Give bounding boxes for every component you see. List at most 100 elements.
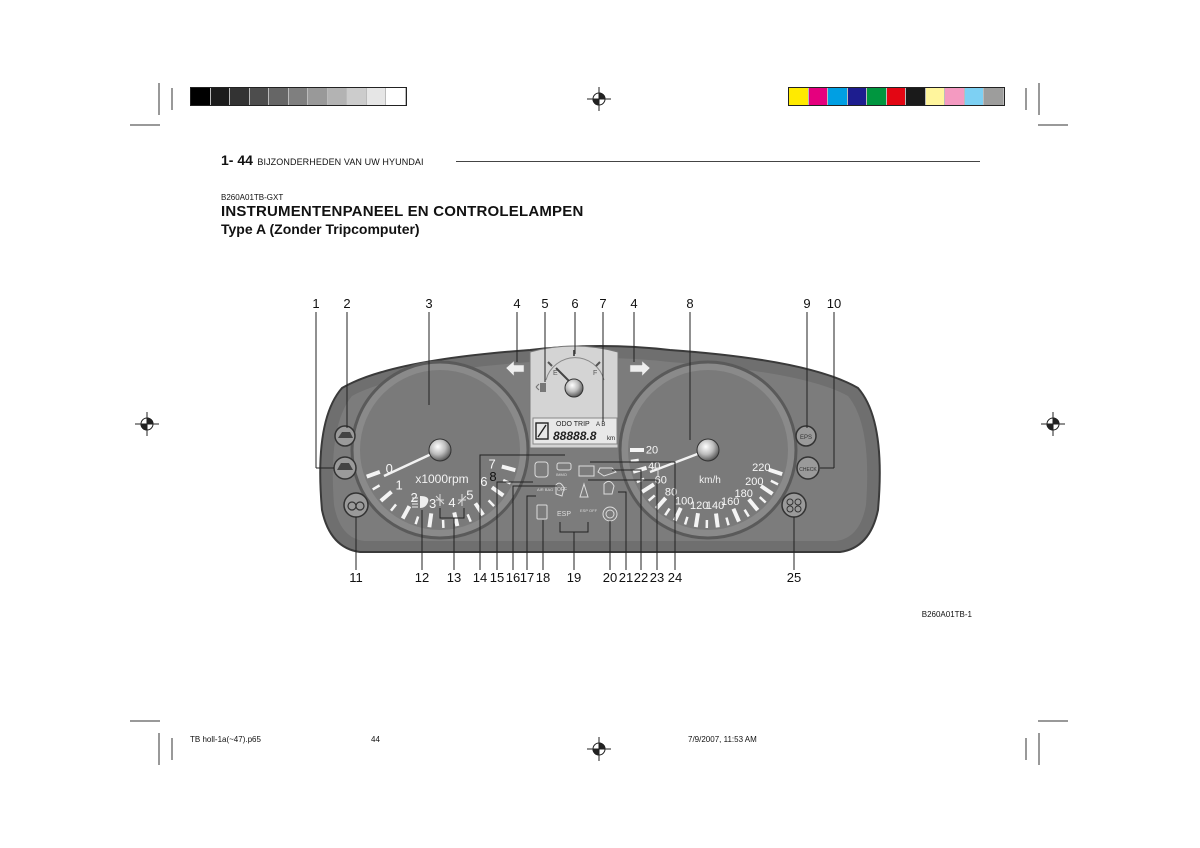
parking-brake-car-icon (338, 432, 353, 438)
page-number: 1- 44 (221, 152, 253, 168)
callout-number: 22 (634, 570, 648, 585)
color-swatch (886, 88, 906, 105)
tachometer-scale-label: 5 (466, 487, 473, 502)
speedometer-tick (693, 512, 700, 528)
tachometer-scale-label: 4 (448, 495, 455, 510)
callout-number: 6 (571, 296, 578, 311)
lcd-unit: km (607, 436, 615, 442)
tachometer-tick (427, 513, 434, 528)
fuel-gauge: E F (545, 350, 605, 398)
center-panel: E F ODO TRIP A B 88888.8 km (529, 345, 619, 449)
tachometer-tick (414, 516, 420, 525)
tachometer-ticks (366, 464, 516, 528)
odometer-lcd: ODO TRIP A B 88888.8 km (532, 417, 618, 445)
registration-target-left (135, 412, 159, 436)
callout-number: 21 (619, 570, 633, 585)
grayscale-swatch (191, 88, 211, 105)
tachometer-scale-label: 2 (411, 490, 418, 505)
seatbelt-lamp-icon (579, 482, 589, 498)
footer-page: 44 (371, 735, 380, 744)
lcd-mode: ODO TRIP (556, 421, 590, 428)
speedometer-tick (630, 458, 639, 463)
speedometer-tick (759, 484, 774, 496)
color-calibration-bar (788, 87, 1005, 106)
grayscale-swatch (269, 88, 289, 105)
section-title: BIJZONDERHEDEN VAN UW HYUNDAI (257, 157, 424, 167)
tachometer-tick (501, 464, 516, 473)
airbag-lamp-icon (555, 482, 565, 497)
speedometer-tick (747, 498, 760, 512)
turn-signal-right-icon (629, 360, 651, 377)
fuel-pump-icon (535, 383, 546, 392)
callout-number: 23 (650, 570, 664, 585)
speedometer-tick (647, 494, 656, 502)
key-lamp-icon (556, 462, 572, 471)
tachometer-scale-label: 0 (386, 461, 393, 476)
color-swatch (945, 88, 965, 105)
speedometer-scale-label: 200 (745, 476, 763, 488)
tachometer-unit: x1000rpm (415, 472, 468, 486)
eps-lamp-label: EPS (800, 435, 812, 441)
registration-target-bottom (587, 737, 611, 761)
tachometer-tick (379, 490, 393, 503)
color-swatch (847, 88, 867, 105)
tachometer-tick (366, 470, 381, 479)
oil-pressure-lamp-icon (597, 467, 617, 477)
callout-number: 18 (536, 570, 550, 585)
color-swatch (964, 88, 984, 105)
cruise-set-icon (786, 498, 802, 513)
callout-number: 1 (312, 296, 319, 311)
speedometer-tick (758, 496, 767, 504)
callout-number: 7 (599, 296, 606, 311)
rear-fog-lamp-icon (457, 494, 467, 506)
indicator-lamps: IMMO AIR BAG OFF ESP ESP OFF (412, 461, 659, 522)
callout-number: 19 (567, 570, 581, 585)
tachometer-tick (490, 485, 505, 498)
callout-number: 17 (520, 570, 534, 585)
registration-target-top (587, 87, 611, 111)
callout-number: 14 (473, 570, 487, 585)
immobilizer-lamp (534, 461, 549, 478)
footer-datetime: 7/9/2007, 11:53 AM (688, 735, 757, 744)
callout-number: 9 (803, 296, 810, 311)
grayscale-swatch (288, 88, 308, 105)
footer-file: TB holl-1a(~47).p65 (190, 735, 261, 744)
callout-leaders (315, 312, 835, 570)
color-swatch (789, 88, 809, 105)
page-subtitle: Type A (Zonder Tripcomputer) (221, 221, 420, 237)
grayscale-swatch (347, 88, 367, 105)
callout-number: 15 (490, 570, 504, 585)
airbag-label: AIR BAG (537, 487, 553, 492)
color-swatch (906, 88, 926, 105)
speedometer-tick (731, 507, 741, 523)
check-lamp-label: CHECK (799, 467, 817, 473)
car-sensor-icon (337, 463, 353, 470)
immo-label: IMMO (556, 472, 567, 477)
speedometer-scale-label: 60 (655, 475, 667, 487)
speedometer-tick (725, 517, 730, 526)
callout-number: 13 (447, 570, 461, 585)
registration-target-right (1041, 412, 1065, 436)
speedometer-scale-label: 180 (735, 488, 753, 500)
grayscale-swatch (327, 88, 347, 105)
callout-number: 20 (603, 570, 617, 585)
grayscale-swatch (249, 88, 269, 105)
color-swatch (925, 88, 945, 105)
side-callout: 8 (489, 469, 496, 484)
speedometer-scale-label: 80 (665, 487, 677, 499)
color-swatch (808, 88, 828, 105)
speedometer-scale-label: 220 (752, 462, 770, 474)
lcd-trip-ab: A B (596, 422, 605, 428)
battery-lamp-icon (578, 465, 595, 477)
tachometer-tick (400, 505, 412, 520)
callout-number: 5 (541, 296, 548, 311)
coolant-lamp-icon (651, 467, 659, 476)
callout-number: 16 (506, 570, 520, 585)
turn-signal-left-icon (505, 360, 525, 377)
lcd-digits: 88888.8 (553, 429, 597, 443)
